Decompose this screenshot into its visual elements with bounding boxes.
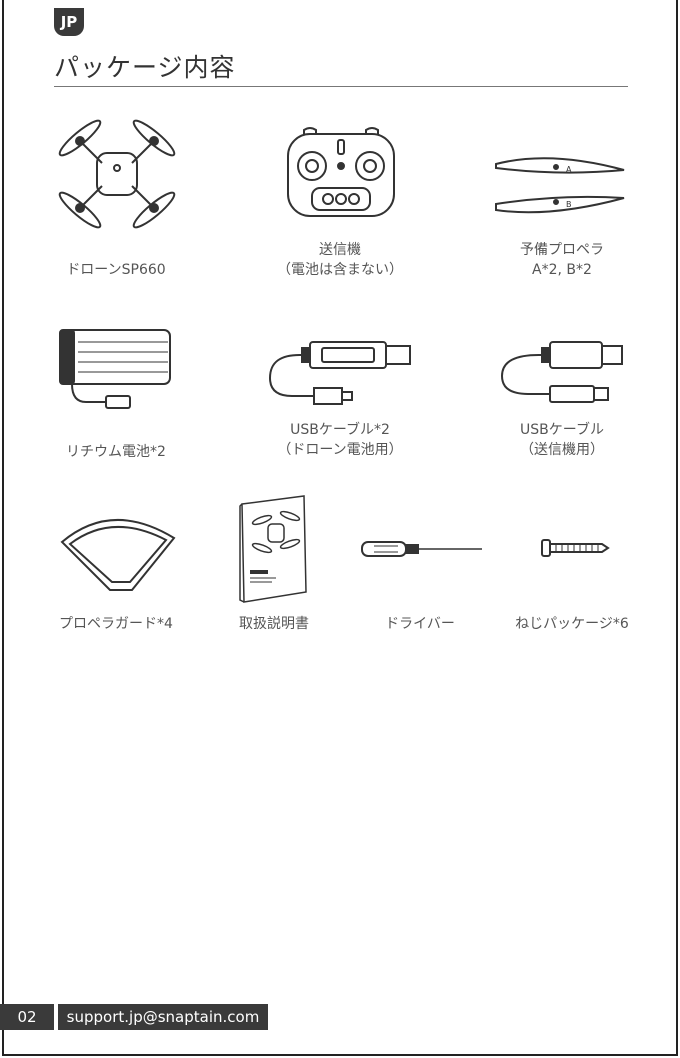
remote-label-1: 送信機 bbox=[250, 240, 430, 260]
usb-cable-controller-label-1: USBケーブル bbox=[472, 420, 652, 440]
support-email-link[interactable]: support.jp@snaptain.com bbox=[58, 1004, 268, 1030]
drone-icon bbox=[52, 108, 182, 238]
battery-icon bbox=[56, 326, 176, 414]
language-badge: JP bbox=[54, 8, 84, 36]
drone-label: ドローンSP660 bbox=[26, 260, 206, 280]
propeller-label-2: A*2, B*2 bbox=[472, 260, 652, 280]
propeller-icon: A B bbox=[490, 150, 630, 220]
propeller-guard-icon bbox=[52, 506, 184, 596]
usb-cable-icon bbox=[266, 336, 416, 412]
manual-icon bbox=[236, 494, 312, 606]
page-number: 02 bbox=[0, 1004, 54, 1030]
propeller-guard-label: プロペラガード*4 bbox=[26, 614, 206, 634]
svg-text:B: B bbox=[566, 200, 572, 209]
page-title: パッケージ内容 bbox=[54, 48, 236, 84]
screw-label: ねじパッケージ*6 bbox=[482, 614, 662, 634]
battery-label: リチウム電池*2 bbox=[26, 442, 206, 462]
svg-text:A: A bbox=[566, 165, 572, 174]
screwdriver-icon bbox=[360, 538, 486, 560]
usb-cable-label-2: （ドローン電池用） bbox=[250, 440, 430, 460]
propeller-label-1: 予備プロペラ bbox=[472, 240, 652, 260]
usb-cable-controller-label-2: （送信機用） bbox=[472, 440, 652, 460]
screw-icon bbox=[538, 536, 612, 560]
remote-controller-icon bbox=[282, 126, 400, 222]
title-divider bbox=[54, 86, 628, 87]
remote-label-2: （電池は含まない） bbox=[250, 260, 430, 280]
usb-cable-label-1: USBケーブル*2 bbox=[250, 420, 430, 440]
usb-cable-controller-icon bbox=[498, 336, 628, 412]
